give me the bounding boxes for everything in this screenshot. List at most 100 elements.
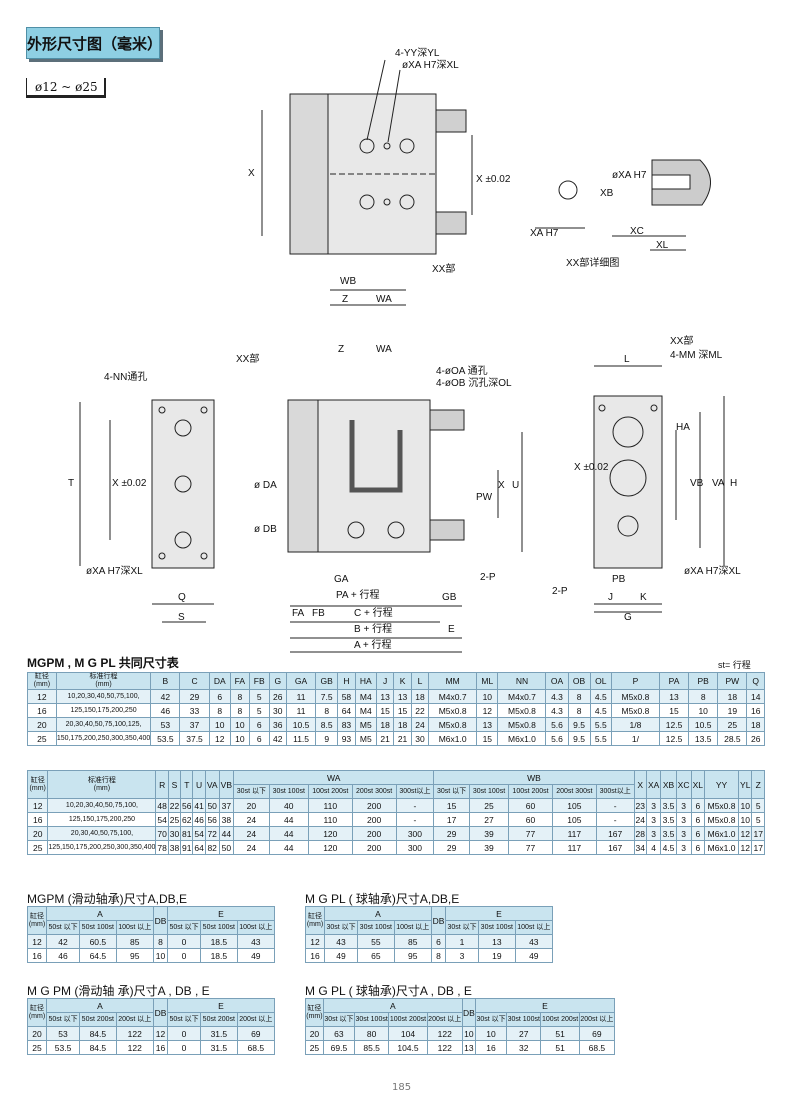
table-cell: 42 [150, 689, 181, 704]
header-cell: OA [545, 672, 569, 690]
table-cell: M5 [354, 731, 377, 746]
table-cell: 3 [645, 812, 662, 827]
nn-label: 4-NN通孔 [104, 371, 147, 383]
detail-xc: XC [630, 226, 644, 237]
table-cell: 12 [738, 840, 753, 855]
sub-header-cell: 30st 100st [268, 784, 309, 799]
header-cell: PA [658, 672, 690, 690]
table-cell: M5x0.8 [704, 798, 740, 813]
oa-label: 4-øOA 通孔 [436, 365, 488, 377]
table-cell: 37.5 [179, 731, 210, 746]
table-cell: 120 [307, 826, 353, 841]
table-cell: 24 [233, 812, 270, 827]
table-cell: 26 [268, 689, 287, 704]
table-cell: 6 [690, 840, 706, 855]
b-label: B + 行程 [354, 622, 392, 635]
table-cell: - [595, 798, 635, 813]
table-cell: 69 [236, 1026, 276, 1041]
table-cell: 8 [315, 703, 339, 718]
table-cell: 8 [688, 689, 719, 704]
end-body [593, 395, 663, 569]
table-cell: M5 [354, 717, 377, 732]
sub-header-cell: 30st 100st [478, 920, 516, 935]
table-cell: 9 [315, 731, 339, 746]
table-cell: 12 [738, 826, 753, 841]
table-cell: 122 [426, 1026, 463, 1041]
header-cell: 缸径 (mm) [305, 906, 325, 935]
x2-label: X ±0.02 [112, 478, 147, 489]
table-cell: 30 [268, 703, 287, 718]
header-cell: XB [660, 770, 677, 799]
table-cell: 5 [248, 689, 270, 704]
top-plate [289, 93, 329, 255]
table-cell: 24 [233, 826, 270, 841]
x-tol-label: X ±0.02 [476, 174, 511, 185]
table-cell: 0 [166, 1040, 202, 1055]
p2-label: 2-P [480, 572, 496, 583]
header-cell: B [150, 672, 181, 690]
table-cell: 10 [152, 948, 168, 963]
table-cell: 27 [506, 1026, 542, 1041]
header-cell: E [166, 906, 276, 921]
page-title: 外形尺寸图（毫米） [26, 27, 162, 59]
table-cell: 93 [337, 731, 356, 746]
xx2-label: XX部 [236, 352, 259, 365]
table-cell: 5 [751, 812, 765, 827]
table-cell: 39 [468, 840, 510, 855]
header-cell: E [166, 998, 276, 1013]
table-cell: 50 [218, 840, 235, 855]
table-cell: 13 [393, 689, 412, 704]
table-cell: 49 [514, 948, 554, 963]
mgpl-ball2-title: M G PL ( 球轴承)尺寸A , DB , E [305, 984, 472, 998]
table-cell: - [395, 798, 435, 813]
table-cell: 18 [746, 717, 765, 732]
table-cell: 122 [115, 1026, 154, 1041]
table-cell: 8 [430, 948, 446, 963]
sub-header-cell: 30st 以下 [323, 920, 359, 935]
table-cell: 29 [433, 840, 470, 855]
pa-label: PA + 行程 [336, 588, 379, 601]
table-cell: 56 [180, 798, 194, 813]
table-cell: 70 [155, 826, 169, 841]
x-left-label: X [248, 168, 255, 179]
table-cell: 44 [268, 812, 309, 827]
table-cell: 82 [204, 840, 220, 855]
table-cell: 64 [192, 840, 206, 855]
table-cell: 30 [410, 731, 430, 746]
table-cell: 167 [595, 826, 635, 841]
table-cell: 8 [229, 689, 250, 704]
table-cell: 200 [351, 826, 397, 841]
table-cell: 25 [305, 1040, 324, 1055]
table-cell: 104 [388, 1026, 428, 1041]
table-cell: 58 [337, 689, 356, 704]
mgpm-slide2-title: M G PM (滑动轴 承)尺寸A , DB , E [27, 984, 210, 998]
table-cell: 117 [551, 840, 597, 855]
g-label: G [624, 612, 632, 623]
table-cell: 54 [155, 812, 169, 827]
table-cell: 60 [508, 798, 553, 813]
table-cell: 95 [393, 948, 432, 963]
table-cell: 10,20,30,40,50,75,100, [55, 689, 152, 704]
sub-header-cell: 30st 100st [357, 920, 395, 935]
table-cell: 13 [375, 689, 395, 704]
table-cell: 25 [167, 812, 182, 827]
table-cell: 3 [675, 812, 692, 827]
pb-label: PB [612, 574, 626, 585]
table-cell: 10 [738, 812, 753, 827]
mm-label: 4-MM 深ML [670, 349, 723, 361]
table-cell: 0 [166, 1026, 202, 1041]
table-cell: 77 [508, 840, 553, 855]
table-cell: 43 [514, 934, 554, 949]
table-cell: 16 [152, 1040, 168, 1055]
table-cell: 13.5 [688, 731, 719, 746]
table-cell: 40 [268, 798, 309, 813]
fa-label: FA [292, 608, 305, 619]
side-body [317, 399, 431, 553]
table-cell: 12 [27, 689, 57, 704]
table-cell: 54 [192, 826, 206, 841]
header-cell: C [179, 672, 210, 690]
table-cell: 22 [410, 703, 430, 718]
